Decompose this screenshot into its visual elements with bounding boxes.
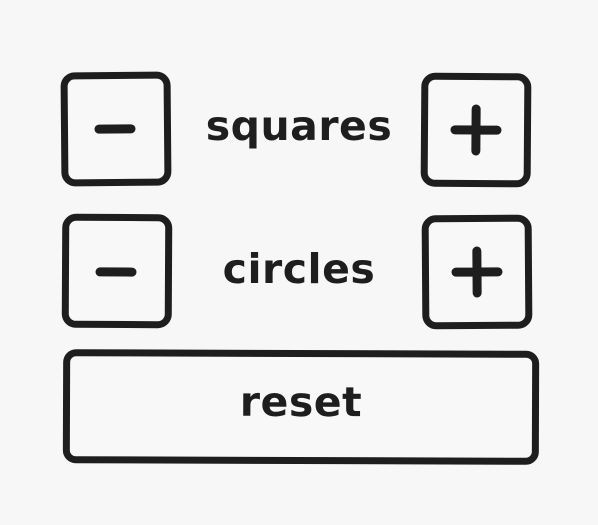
reset-label: reset bbox=[239, 377, 363, 427]
circles-label: circles bbox=[222, 245, 376, 293]
squares-decrement-button[interactable] bbox=[60, 71, 172, 187]
squares-label: squares bbox=[205, 102, 393, 150]
plus-icon bbox=[450, 104, 502, 156]
circles-increment-button[interactable] bbox=[421, 214, 533, 330]
reset-button[interactable]: reset bbox=[62, 349, 540, 465]
circles-decrement-button[interactable] bbox=[61, 213, 173, 329]
plus-icon bbox=[451, 246, 503, 298]
minus-icon bbox=[95, 267, 137, 277]
squares-increment-button[interactable] bbox=[420, 72, 532, 188]
minus-icon bbox=[94, 124, 136, 134]
